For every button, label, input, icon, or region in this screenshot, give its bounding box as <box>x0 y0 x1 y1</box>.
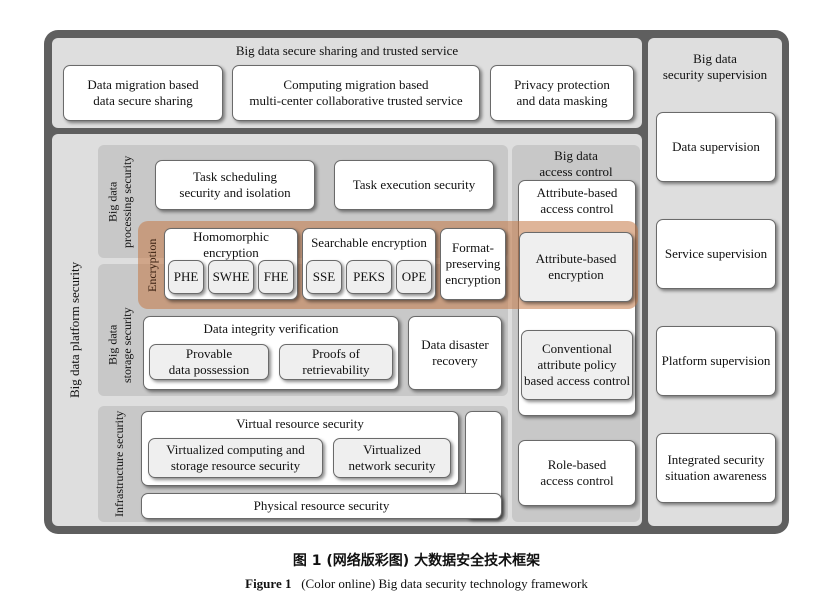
platform-security-label: Big data platform security <box>67 261 83 399</box>
fhe-box: FHE <box>258 260 294 294</box>
searchable-encryption-title: Searchable encryption <box>311 234 427 250</box>
data-supervision-box: Data supervision <box>656 112 776 182</box>
swhe-box: SWHE <box>208 260 254 294</box>
role-based-access-box: Role-based access control <box>518 440 636 506</box>
secure-sharing-title: Big data secure sharing and trusted serv… <box>235 42 459 58</box>
disaster-recovery-box: Data disaster recovery <box>408 316 502 390</box>
attribute-access-control-title: Attribute-based access control <box>536 184 618 216</box>
format-preserving-box: Format- preserving encryption <box>440 228 506 300</box>
homomorphic-encryption-title: Homomorphic encryption <box>193 228 269 260</box>
platform-supervision-box: Platform supervision <box>656 326 776 396</box>
virtualized-network-box: Virtualized network security <box>333 438 451 478</box>
conventional-policy-box: Conventional attribute policy based acce… <box>521 330 633 400</box>
infrastructure-security-label: Infrastructure security <box>111 410 126 518</box>
data-migration-box: Data migration based data secure sharing <box>63 65 223 121</box>
encryption-label: Encryption <box>144 238 159 292</box>
figure-caption-text: (Color online) Big data security technol… <box>301 576 588 591</box>
processing-security-label: Big data processing security <box>105 155 134 248</box>
virtual-resource-title: Virtual resource security <box>236 415 364 431</box>
task-execution-box: Task execution security <box>334 160 494 210</box>
computing-migration-box: Computing migration based multi-center c… <box>232 65 480 121</box>
situation-awareness-box: Integrated security situation awareness <box>656 433 776 503</box>
integrity-verification-title: Data integrity verification <box>203 320 339 336</box>
virtualized-computing-box: Virtualized computing and storage resour… <box>148 438 323 478</box>
provable-possession-box: Provable data possession <box>149 344 269 380</box>
storage-security-label: Big data storage security <box>105 307 134 383</box>
security-supervision-title: Big data security supervision <box>662 50 768 82</box>
sse-box: SSE <box>306 260 342 294</box>
attribute-encryption-box: Attribute-based encryption <box>519 232 633 302</box>
proofs-retrievability-box: Proofs of retrievability <box>279 344 393 380</box>
peks-box: PEKS <box>346 260 392 294</box>
phe-box: PHE <box>168 260 204 294</box>
figure-label: Figure 1 <box>245 576 292 591</box>
figure-caption-en: Figure 1 (Color online) Big data securit… <box>0 576 833 592</box>
ope-box: OPE <box>396 260 432 294</box>
service-supervision-box: Service supervision <box>656 219 776 289</box>
physical-resource-box: Physical resource security <box>141 493 502 519</box>
task-scheduling-box: Task scheduling security and isolation <box>155 160 315 210</box>
privacy-protection-box: Privacy protection and data masking <box>490 65 634 121</box>
access-control-title: Big data access control <box>539 147 613 179</box>
figure-caption-cn: 图 1 (网络版彩图) 大数据安全技术框架 <box>292 553 541 569</box>
